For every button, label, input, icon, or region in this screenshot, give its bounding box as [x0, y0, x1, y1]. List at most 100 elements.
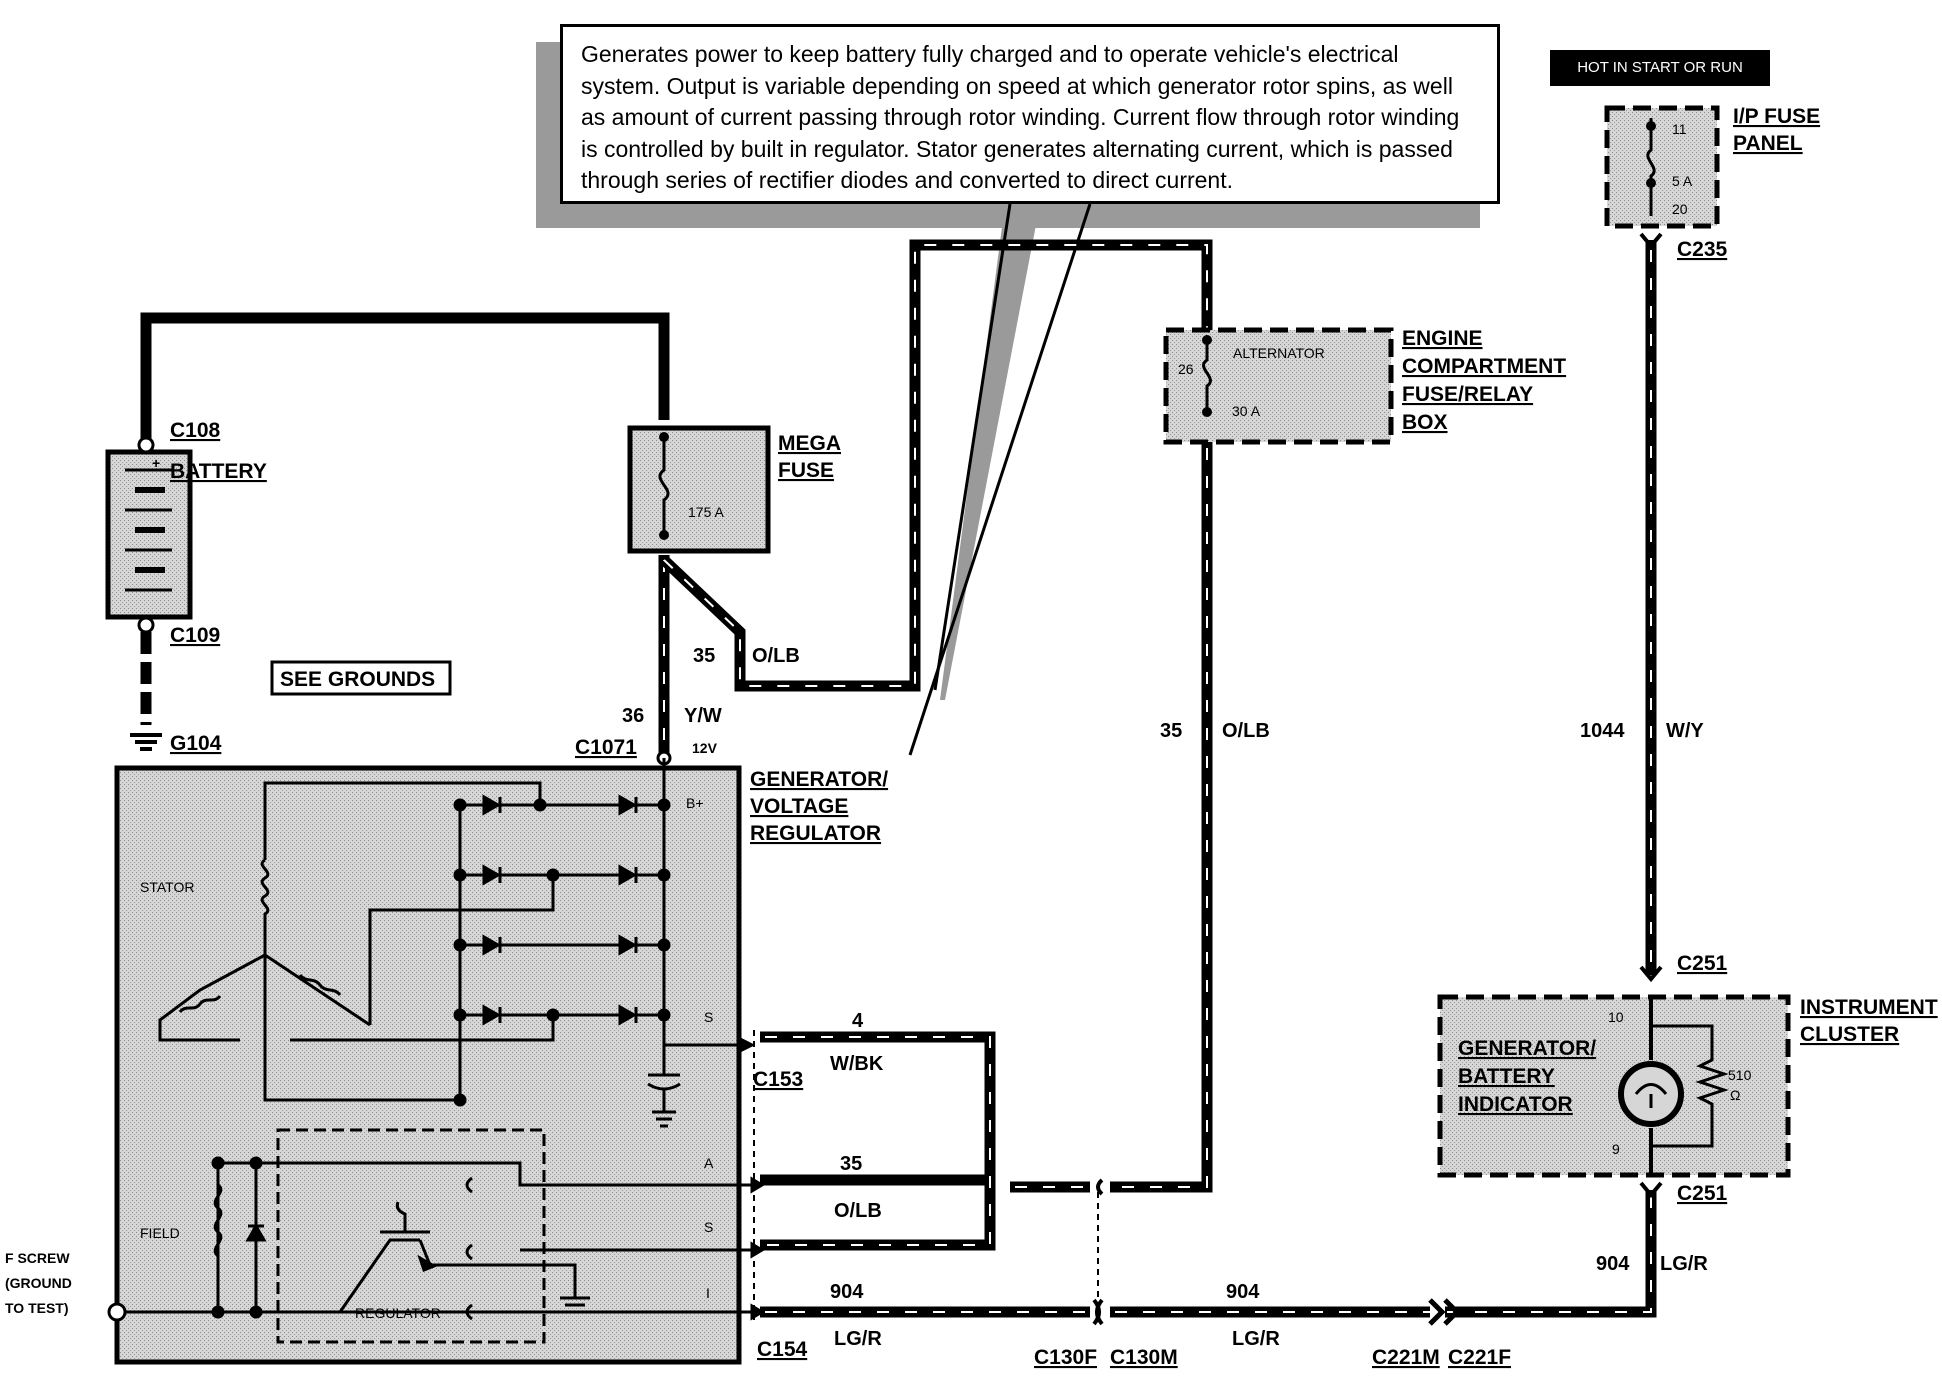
pin9-label: 9: [1612, 1141, 1620, 1157]
alternator-fuse-num: 26: [1178, 361, 1194, 377]
cluster-label-1: INSTRUMENT: [1800, 996, 1938, 1019]
term-i-label: I: [706, 1285, 710, 1301]
rectifier-and-stator: [158, 758, 756, 1128]
wire-35b-num: 35: [1160, 720, 1182, 742]
wire-36-num: 36: [622, 705, 644, 727]
battery-to-megafuse-wire: [140, 312, 670, 445]
c130f-label: C130F: [1034, 1346, 1097, 1369]
c109-label: C109: [170, 624, 220, 647]
wire-1044-num: 1044: [1580, 720, 1625, 742]
wire-904b-color: LG/R: [1232, 1328, 1280, 1350]
alternator-fuse-rating: 30 A: [1232, 403, 1261, 419]
c153-label: C153: [753, 1068, 803, 1091]
ip-fuse-box: [1604, 105, 1720, 229]
mega-fuse-label-1: MEGA: [778, 432, 841, 455]
pin10-label: 10: [1608, 1009, 1624, 1025]
wire-35b-color: O/LB: [1222, 720, 1270, 742]
svg-text:+: +: [152, 455, 160, 471]
note-pointer-1: [933, 203, 1012, 691]
see-grounds-label[interactable]: SEE GROUNDS: [280, 668, 435, 691]
see-grounds-box[interactable]: [270, 660, 452, 696]
wire-904b-num: 904: [1226, 1281, 1260, 1303]
wire-904a-color: LG/R: [834, 1328, 882, 1350]
c221m-label: C221M: [1372, 1346, 1440, 1369]
mega-fuse-pin-bottom: [659, 530, 669, 540]
indicator-label-2: BATTERY: [1458, 1065, 1555, 1088]
fscrew-label-1: F SCREW: [5, 1250, 70, 1266]
wire-35c-num: 35: [840, 1153, 862, 1175]
c251-lower-label: C251: [1677, 1182, 1728, 1205]
wire-1044-color: W/Y: [1666, 720, 1704, 742]
wire-4-color: W/BK: [830, 1053, 884, 1075]
generator-box: [114, 765, 742, 1365]
c221-connector: [1428, 1298, 1461, 1326]
wire-4-wbk: [760, 1031, 996, 1251]
gen-label-1: GENERATOR/: [750, 768, 888, 791]
indicator-label-3: INDICATOR: [1458, 1093, 1573, 1116]
wire-35a-color: O/LB: [752, 645, 800, 667]
mega-fuse-rating: 175 A: [688, 504, 724, 520]
c109-pin: [137, 616, 155, 634]
generator-description-note: Generates power to keep battery fully ch…: [560, 24, 1500, 204]
hot-in-start-or-run-label: HOT IN START OR RUN: [1550, 50, 1770, 86]
wire-35c-color: O/LB: [834, 1200, 882, 1222]
note-pointer-shadow: [940, 204, 1040, 700]
c130m-upper-connector: [1096, 1178, 1104, 1196]
fscrew-label-2: (GROUND: [5, 1275, 72, 1291]
c108-pin: [137, 436, 155, 454]
wire-904a-num: 904: [830, 1281, 864, 1303]
c235-connector: [1639, 232, 1663, 250]
battery: +: [105, 449, 193, 620]
c108-label: C108: [170, 419, 221, 442]
term-s1-label: S: [704, 1009, 713, 1025]
gen-label-3: REGULATOR: [750, 822, 881, 845]
g104-label: G104: [170, 732, 222, 755]
volt-label: 12V: [692, 740, 718, 756]
wire-904c-num: 904: [1596, 1253, 1630, 1275]
battery-label: BATTERY: [170, 460, 267, 483]
instrument-cluster-box: [1437, 994, 1791, 1178]
ip-fuse-element: [1646, 118, 1656, 216]
wire-4-num: 4: [852, 1010, 864, 1032]
c1071-label: C1071: [575, 736, 637, 759]
wire-36-color: Y/W: [684, 705, 722, 727]
field-and-regulator: [122, 1156, 765, 1321]
ip-fuse-pin: 20: [1672, 201, 1688, 217]
indicator-label-1: GENERATOR/: [1458, 1037, 1596, 1060]
field-label: FIELD: [140, 1225, 180, 1241]
mega-fuse-box: [627, 425, 771, 554]
engine-fuse-box: [1163, 327, 1394, 445]
wire-35a-num: 35: [693, 645, 715, 667]
resistor-value: 510: [1728, 1067, 1752, 1083]
engine-label-1: ENGINE: [1402, 327, 1483, 350]
note-pointer-2: [908, 203, 1092, 756]
c251-upper-label: C251: [1677, 952, 1728, 975]
engine-label-2: COMPARTMENT: [1402, 355, 1566, 378]
ip-fuse-label-1: I/P FUSE: [1733, 105, 1820, 128]
mega-fuse-element: [658, 436, 670, 535]
resistor-unit: Ω: [1730, 1087, 1740, 1103]
ip-fuse-label-2: PANEL: [1733, 132, 1803, 155]
term-a-label: A: [704, 1155, 714, 1171]
engine-label-4: BOX: [1402, 411, 1448, 434]
mega-fuse-pin-top: [659, 432, 669, 442]
cluster-label-2: CLUSTER: [1800, 1023, 1899, 1046]
wire-904c-color: LG/R: [1660, 1253, 1708, 1275]
term-s2-label: S: [704, 1219, 713, 1235]
f-screw-terminal: [107, 1302, 127, 1322]
c251-upper-connector: [1639, 965, 1663, 983]
engine-label-3: FUSE/RELAY: [1402, 383, 1533, 406]
ip-fuse-num: 11: [1672, 121, 1687, 137]
ip-fuse-rating: 5 A: [1672, 173, 1693, 189]
alternator-fuse-element: [1202, 338, 1212, 412]
mega-fuse-label-2: FUSE: [778, 459, 834, 482]
gen-label-2: VOLTAGE: [750, 795, 848, 818]
fscrew-label-3: TO TEST): [5, 1300, 69, 1316]
c130-connector: [1092, 1298, 1104, 1326]
c221f-label: C221F: [1448, 1346, 1511, 1369]
c130m-label: C130M: [1110, 1346, 1178, 1369]
ground-symbol-g104: [130, 733, 162, 751]
stator-label: STATOR: [140, 879, 194, 895]
resistor-510: [1651, 1024, 1729, 1148]
